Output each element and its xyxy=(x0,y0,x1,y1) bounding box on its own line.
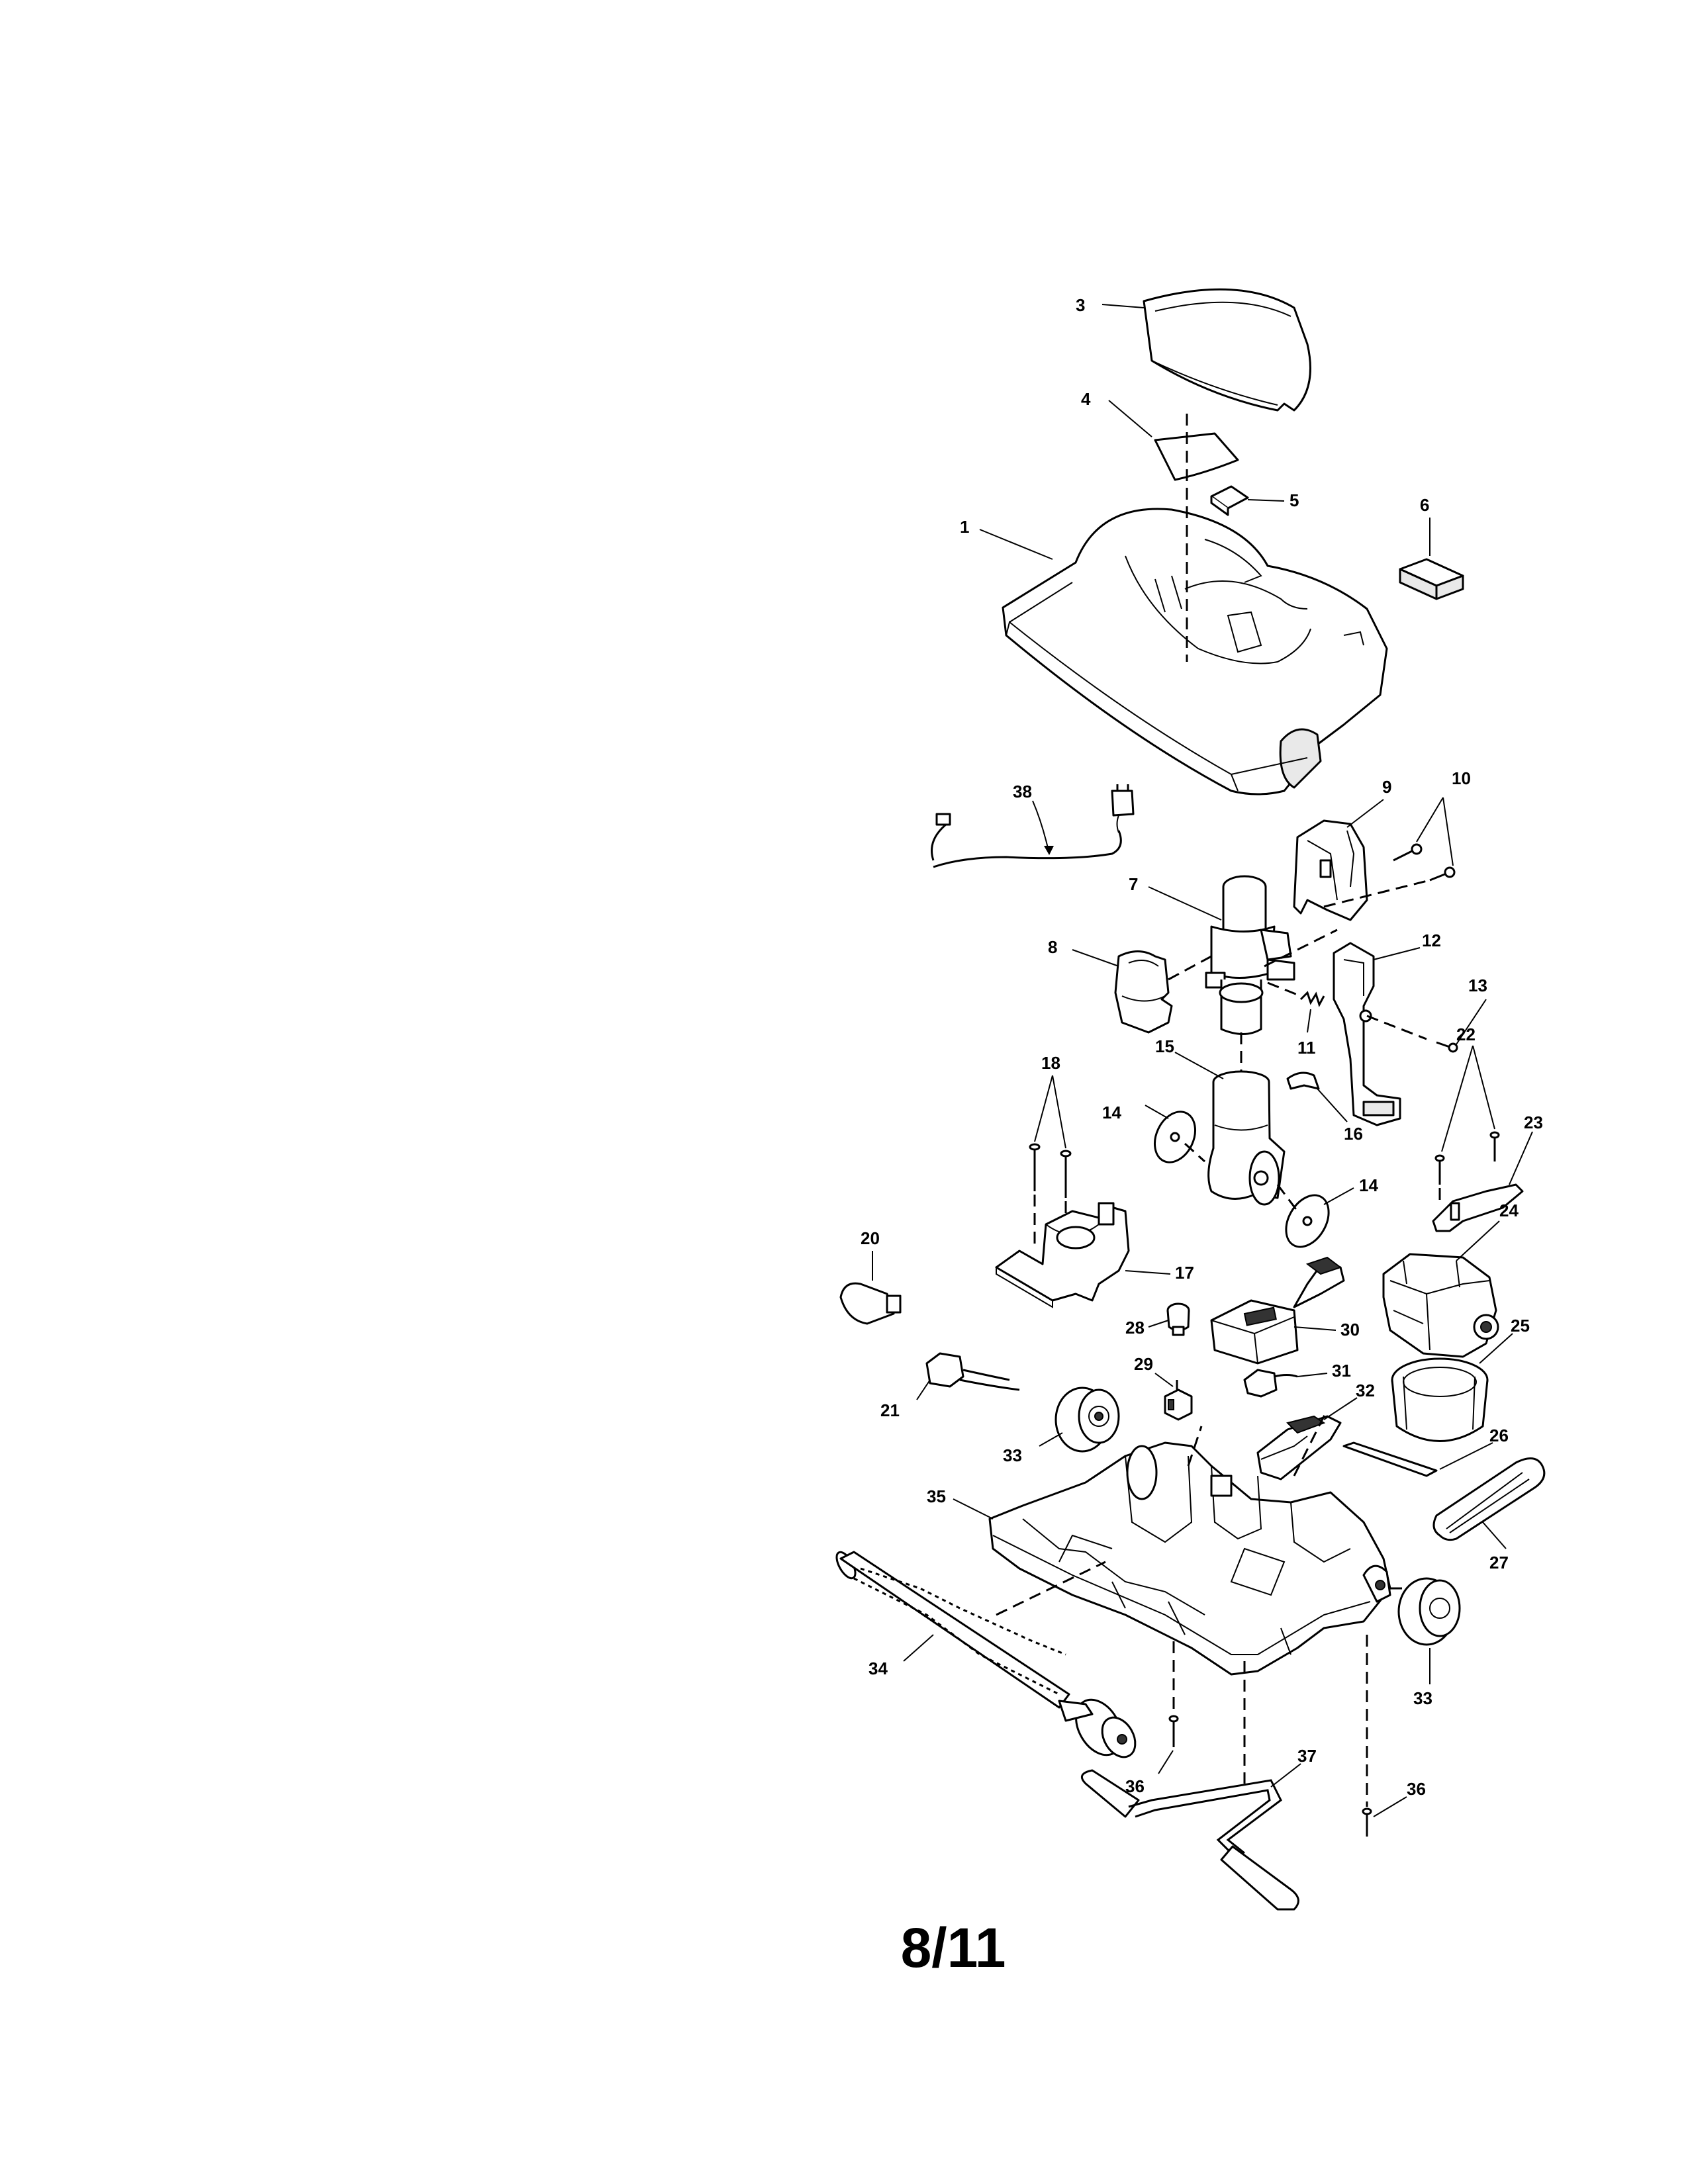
callout-8: 8 xyxy=(1048,937,1057,957)
callout-30: 30 xyxy=(1340,1320,1360,1340)
part-25-motor-cover xyxy=(1391,1357,1489,1442)
page-number: 8/11 xyxy=(900,1917,1006,1979)
callout-9: 9 xyxy=(1382,777,1391,797)
callout-12: 12 xyxy=(1422,931,1441,950)
part-22-screws xyxy=(1434,1131,1500,1185)
callout-31: 31 xyxy=(1332,1361,1351,1381)
part-6-filter xyxy=(1399,558,1464,600)
part-33-wheel-right xyxy=(1397,1577,1461,1646)
callout-15: 15 xyxy=(1155,1036,1174,1056)
part-30-pedal-switch xyxy=(1210,1256,1345,1365)
callout-24: 24 xyxy=(1499,1201,1519,1220)
part-4-label xyxy=(1154,432,1239,481)
callout-21: 21 xyxy=(880,1400,900,1420)
callout-13: 13 xyxy=(1468,976,1487,995)
callout-29: 29 xyxy=(1134,1354,1153,1374)
callout-32: 32 xyxy=(1356,1381,1375,1400)
callout-10: 10 xyxy=(1452,768,1471,788)
callout-26: 26 xyxy=(1489,1426,1509,1445)
callout-1: 1 xyxy=(960,517,969,537)
callout-6: 6 xyxy=(1420,495,1429,515)
callout-3: 3 xyxy=(1076,295,1085,315)
part-14-washer-lower xyxy=(1285,1194,1330,1248)
part-34-brush-roll xyxy=(835,1551,1137,1758)
part-5-plug xyxy=(1210,485,1249,516)
part-36-screw-left xyxy=(1168,1715,1179,1747)
part-14-washer-upper xyxy=(1154,1111,1196,1163)
callout-14-upper: 14 xyxy=(1102,1103,1121,1122)
part-27-belt xyxy=(1432,1457,1546,1541)
part-8-bracket xyxy=(1114,950,1173,1034)
part-10-screws xyxy=(1393,843,1456,882)
callout-16: 16 xyxy=(1344,1124,1363,1144)
part-16-clip xyxy=(1286,1071,1320,1090)
callout-20: 20 xyxy=(861,1228,880,1248)
part-20-bulb xyxy=(839,1282,902,1325)
part-15-elbow-tube xyxy=(1207,1070,1286,1206)
callout-22: 22 xyxy=(1456,1024,1476,1044)
part-3-top-cover xyxy=(1143,288,1311,412)
callout-33-right: 33 xyxy=(1413,1688,1432,1708)
callout-7: 7 xyxy=(1129,874,1138,894)
callout-27: 27 xyxy=(1489,1553,1509,1572)
part-29-switch xyxy=(1164,1380,1193,1421)
callout-28: 28 xyxy=(1125,1318,1145,1338)
callout-14-lower: 14 xyxy=(1359,1175,1378,1195)
part-32-lever xyxy=(1256,1415,1342,1480)
part-31-clip xyxy=(1243,1369,1298,1398)
callout-38: 38 xyxy=(1013,782,1032,801)
part-21-socket xyxy=(925,1352,1020,1391)
part-36-screw-right xyxy=(1362,1807,1372,1837)
part-26-strip xyxy=(1342,1441,1438,1477)
part-23-bracket xyxy=(1432,1183,1524,1232)
part-18-screws xyxy=(1029,1143,1072,1198)
part-11-spring xyxy=(1299,991,1325,1007)
part-38-power-cord xyxy=(931,784,1135,868)
part-1-nozzle-hood xyxy=(1002,508,1388,796)
part-35-nozzle-base xyxy=(988,1441,1391,1676)
part-33-wheel-left xyxy=(1055,1387,1120,1453)
callout-36-right: 36 xyxy=(1407,1779,1426,1799)
part-9-hose-bracket xyxy=(1293,819,1368,921)
part-7-swivel-tube xyxy=(1205,875,1295,1035)
callout-11: 11 xyxy=(1297,1038,1316,1058)
callout-33-left: 33 xyxy=(1003,1445,1022,1465)
callout-34: 34 xyxy=(868,1659,888,1678)
part-24-motor xyxy=(1382,1253,1499,1358)
callout-5: 5 xyxy=(1289,490,1299,510)
callout-18: 18 xyxy=(1041,1053,1060,1073)
part-12-pedal-lever xyxy=(1333,942,1401,1126)
callout-35: 35 xyxy=(927,1486,946,1506)
callout-17: 17 xyxy=(1175,1263,1194,1283)
callout-4: 4 xyxy=(1081,389,1091,409)
callout-25: 25 xyxy=(1511,1316,1530,1336)
part-28-knob xyxy=(1166,1302,1190,1336)
part-13-screw xyxy=(1436,1041,1458,1053)
callout-23: 23 xyxy=(1524,1113,1543,1132)
callout-37: 37 xyxy=(1297,1746,1317,1766)
part-37-carry-handle xyxy=(1080,1661,1299,1911)
part-17-swivel-bracket xyxy=(995,1202,1130,1308)
